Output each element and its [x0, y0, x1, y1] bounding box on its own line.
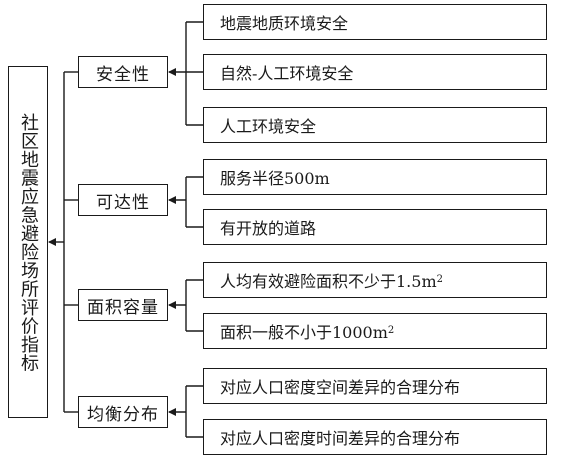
category-box-area-capacity: 面积容量 [78, 289, 168, 321]
indicator-text: 服务半径500m [220, 169, 330, 188]
indicator-box: 对应人口密度时间差异的合理分布 [203, 419, 547, 455]
indicator-box: 人工环境安全 [203, 107, 547, 143]
category-box-balanced-distribution: 均衡分布 [78, 396, 168, 428]
root-indicator-label: 社区地震应急避险场所评价指标 [18, 112, 39, 372]
indicator-text: 对应人口密度时间差异的合理分布 [220, 429, 461, 448]
indicator-box: 有开放的道路 [203, 209, 547, 245]
category-box-safety: 安全性 [78, 56, 168, 88]
indicator-box: 地震地质环境安全 [203, 4, 547, 40]
indicator-text: 人均有效避险面积不少于1.5m [220, 272, 437, 291]
indicator-text: 自然-人工环境安全 [220, 64, 354, 83]
category-label: 面积容量 [87, 297, 159, 318]
indicator-text: 地震地质环境安全 [220, 14, 349, 33]
indicator-box: 自然-人工环境安全 [203, 54, 547, 90]
indicator-box: 服务半径500m [203, 159, 547, 195]
category-label: 均衡分布 [87, 404, 159, 425]
indicator-text: 人工环境安全 [220, 117, 317, 136]
root-indicator-box: 社区地震应急避险场所评价指标 [8, 66, 48, 418]
indicator-text: 对应人口密度空间差异的合理分布 [220, 378, 461, 397]
indicator-box: 对应人口密度空间差异的合理分布 [203, 368, 547, 404]
category-box-accessibility: 可达性 [78, 184, 168, 216]
indicator-text: 面积一般不小于1000m [220, 323, 388, 342]
category-label: 可达性 [96, 192, 150, 213]
indicator-text: 有开放的道路 [220, 219, 317, 238]
category-label: 安全性 [96, 64, 150, 85]
